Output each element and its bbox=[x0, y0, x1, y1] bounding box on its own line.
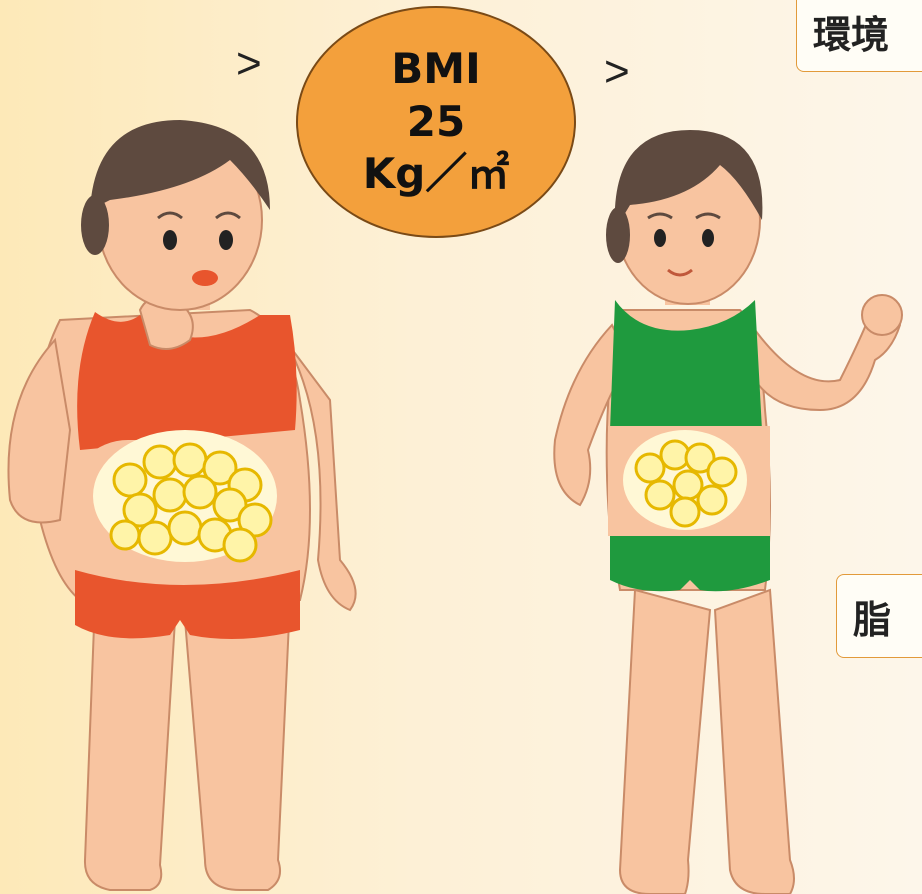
bmi-label: BMI bbox=[391, 43, 480, 96]
environment-tag-text: 環境 bbox=[813, 4, 889, 59]
person-normal-icon bbox=[540, 110, 920, 894]
greater-than-left: > bbox=[236, 42, 262, 86]
fat-cells-icon bbox=[623, 430, 747, 530]
bmi-unit: Kg／㎡ bbox=[363, 148, 510, 201]
person-overweight-icon bbox=[0, 100, 380, 894]
bmi-value: 25 bbox=[407, 96, 465, 149]
fat-cells-icon bbox=[93, 430, 277, 562]
environment-tag: 環境 bbox=[796, 0, 922, 72]
greater-than-right: > bbox=[604, 50, 630, 94]
